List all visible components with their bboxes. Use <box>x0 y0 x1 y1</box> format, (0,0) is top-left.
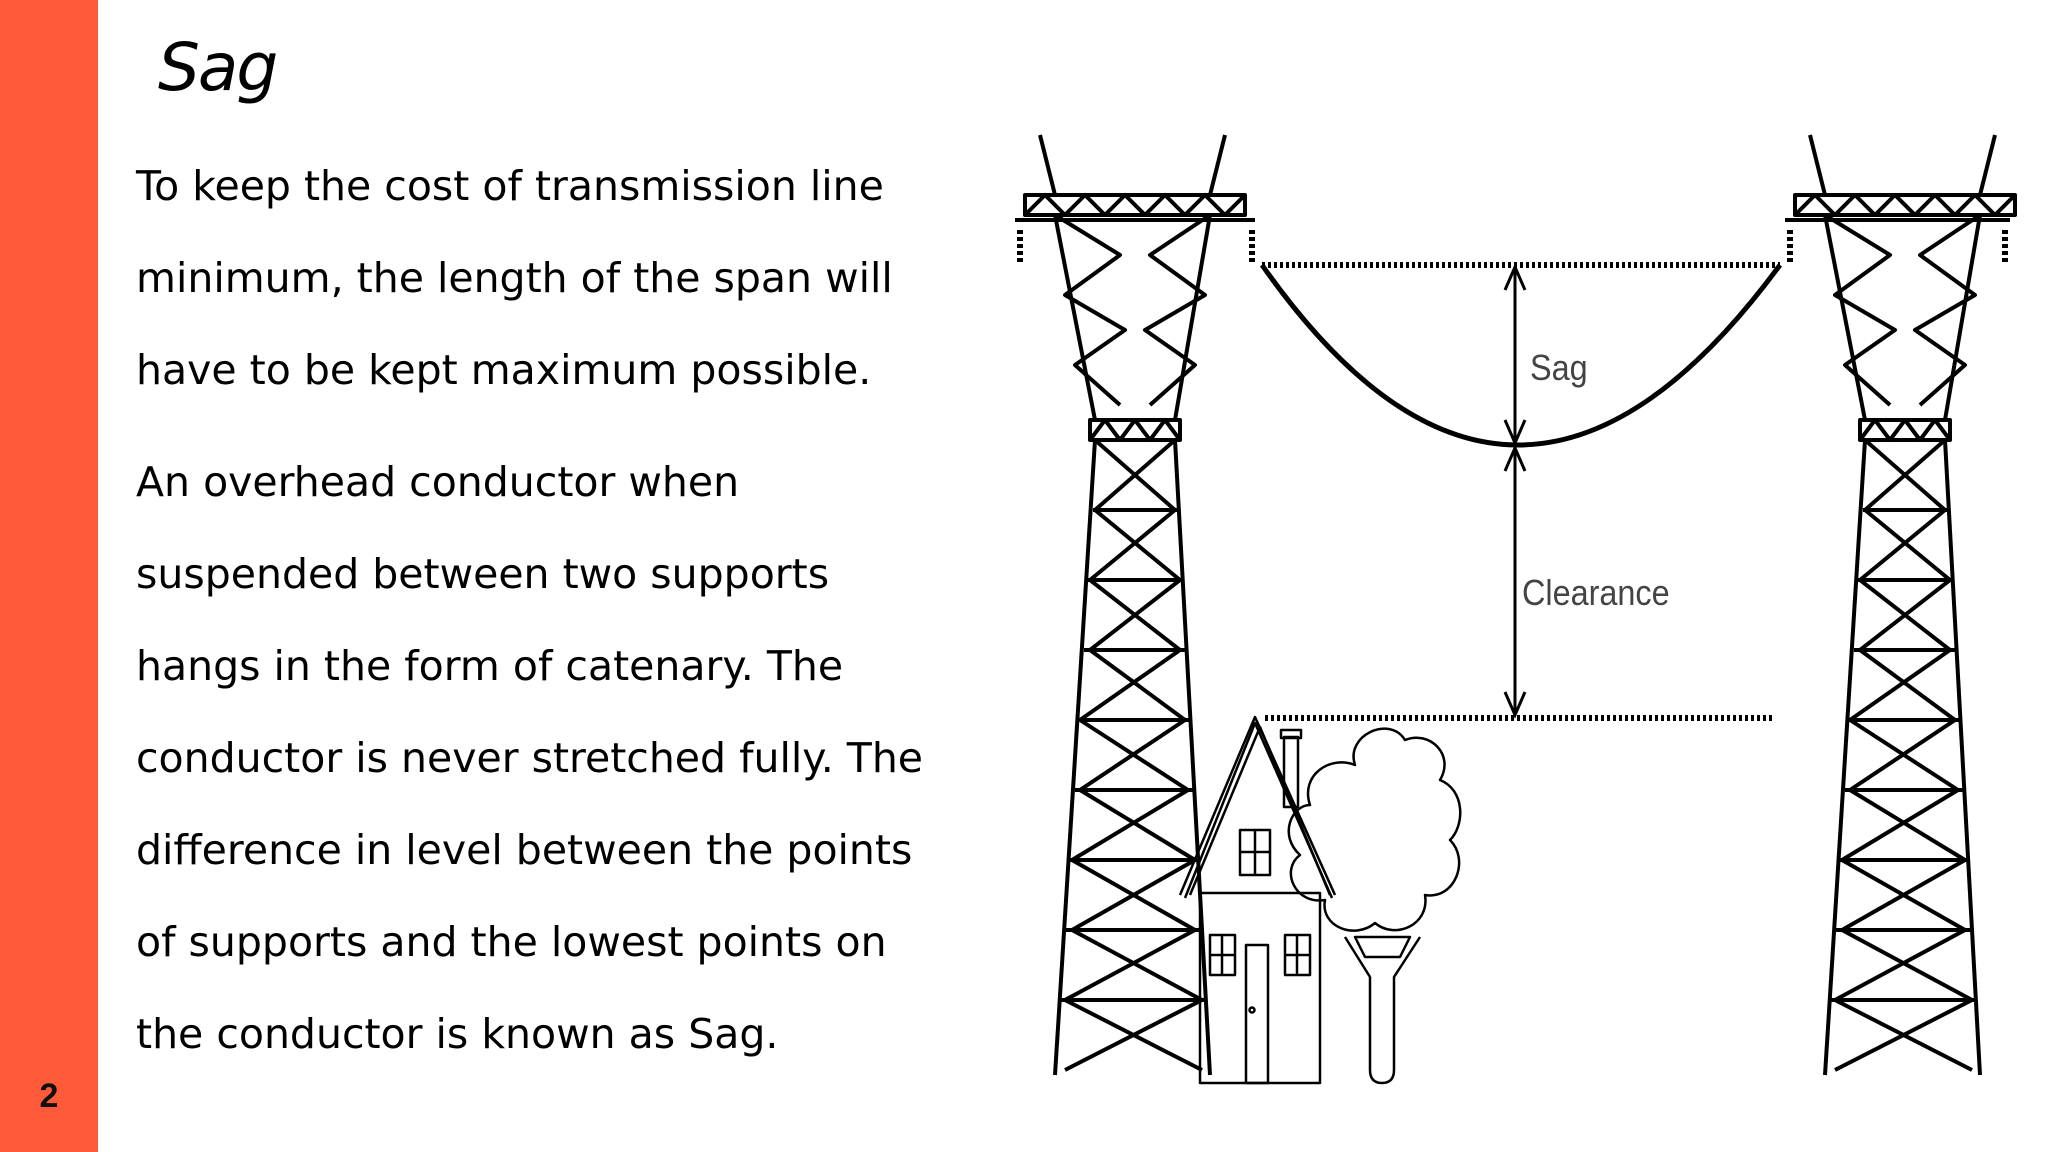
body-text: To keep the cost of transmission line mi… <box>136 140 956 1080</box>
clearance-arrow <box>1503 444 1527 719</box>
paragraph-sag-definition: An overhead conductor when suspended bet… <box>136 458 924 1058</box>
paragraph-span-cost: To keep the cost of transmission line mi… <box>136 162 893 394</box>
slide-number: 2 <box>39 1077 59 1115</box>
sag-diagram: Sag Clearance <box>1010 115 2020 1095</box>
tree-icon <box>1287 727 1462 1085</box>
conductor-catenary <box>1259 263 1783 448</box>
sag-diagram-svg: Sag Clearance <box>1015 134 2017 1085</box>
sag-arrow <box>1503 263 1527 447</box>
left-transmission-tower <box>1015 134 1255 1076</box>
clearance-label: Clearance <box>1522 573 1670 613</box>
house-icon <box>1178 715 1337 1085</box>
accent-side-bar <box>0 0 98 1152</box>
slide-title: Sag <box>158 29 278 106</box>
sag-label: Sag <box>1530 348 1588 388</box>
right-transmission-tower <box>1785 134 2017 1076</box>
